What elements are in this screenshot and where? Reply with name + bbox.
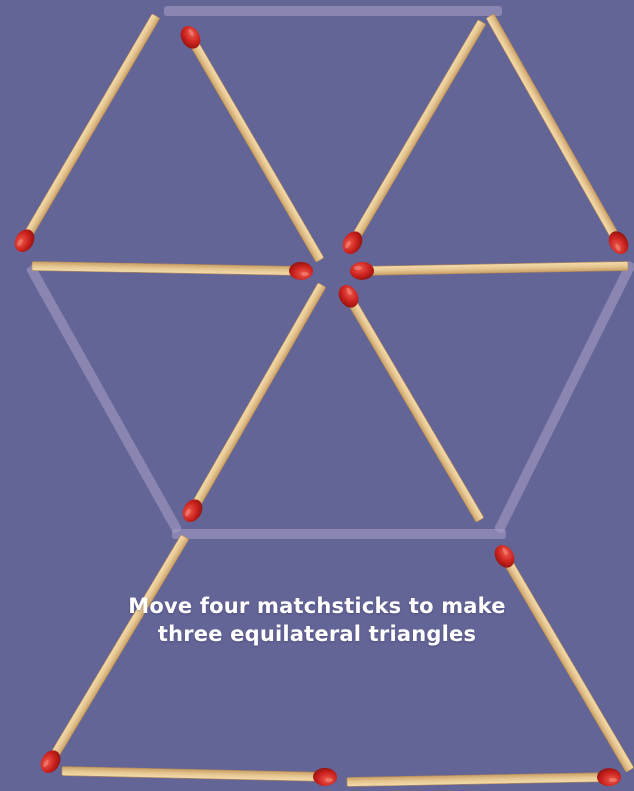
matchstick[interactable] xyxy=(11,11,164,255)
match-head xyxy=(597,768,621,786)
ghost-stick-body xyxy=(172,529,506,539)
matchstick-wood xyxy=(187,36,324,262)
matchstick[interactable] xyxy=(347,768,621,791)
matchstick[interactable] xyxy=(339,17,490,257)
ghost-stick-body xyxy=(26,264,183,534)
matchstick-wood xyxy=(345,295,484,522)
match-head xyxy=(313,768,337,787)
matchstick-wood xyxy=(363,262,628,276)
matchstick[interactable] xyxy=(350,257,628,280)
ghost-stick-body xyxy=(164,6,502,16)
matchstick[interactable] xyxy=(482,12,632,258)
matchstick-wood xyxy=(47,535,189,763)
matchstick-wood xyxy=(486,14,622,244)
match-head xyxy=(289,262,313,280)
matchstick-wood xyxy=(21,14,160,242)
matchstick-wood xyxy=(32,262,300,276)
matchstick[interactable] xyxy=(491,541,634,774)
instruction-line-1: Move four matchsticks to make xyxy=(0,592,634,620)
match-head xyxy=(350,262,374,280)
matchstick[interactable] xyxy=(37,532,193,776)
matchstick-wood xyxy=(189,283,326,512)
ghost-matchstick xyxy=(494,260,634,534)
matchstick[interactable] xyxy=(179,281,330,526)
matchstick-wood xyxy=(347,773,608,787)
matchstick[interactable] xyxy=(335,281,488,524)
instruction-line-2: three equilateral triangles xyxy=(0,620,634,648)
ghost-stick-body xyxy=(494,260,634,534)
ghost-matchstick xyxy=(164,6,502,16)
matchstick-wood xyxy=(62,767,324,782)
matchstick-wood xyxy=(501,555,634,772)
matchstick[interactable] xyxy=(62,762,337,786)
ghost-matchstick xyxy=(172,529,506,539)
matchstick[interactable] xyxy=(32,257,313,280)
matchstick-wood xyxy=(349,20,486,244)
matchstick[interactable] xyxy=(177,22,328,264)
ghost-matchstick xyxy=(26,264,183,534)
puzzle-instruction: Move four matchsticks to make three equi… xyxy=(0,592,634,648)
